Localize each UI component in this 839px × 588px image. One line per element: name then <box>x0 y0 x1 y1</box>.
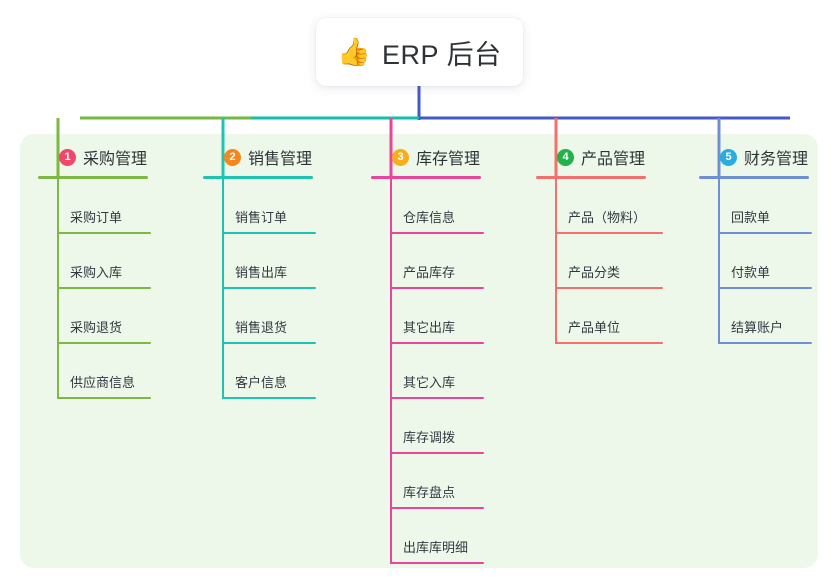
branch-title-1: 采购管理 <box>83 151 148 168</box>
branch-spine-1 <box>57 179 59 399</box>
leaf-node-label: 回款单 <box>731 210 771 225</box>
thumbs-up-icon: 👍 <box>337 36 372 67</box>
branch-title-5: 财务管理 <box>744 151 809 168</box>
branch-spine-2 <box>222 179 224 399</box>
leaf-node-rule <box>57 397 151 399</box>
leaf-node-rule <box>390 342 484 344</box>
branch-title-3: 库存管理 <box>416 151 481 168</box>
root-node-label: ERP 后台 <box>382 39 502 70</box>
leaf-node-label: 出库库明细 <box>403 540 469 555</box>
leaf-node-rule <box>222 287 316 289</box>
leaf-node-label: 采购订单 <box>70 210 123 225</box>
leaf-node-rule <box>718 342 812 344</box>
leaf-node-rule <box>222 397 316 399</box>
branch-header-rule-3 <box>371 176 481 179</box>
leaf-node-rule <box>555 287 663 289</box>
branch-board <box>20 134 818 568</box>
branch-column-3: 3 库存管理仓库信息产品库存其它出库其它入库库存调拨库存盘点出库库明细 <box>371 144 484 564</box>
leaf-node-label: 产品（物料） <box>568 210 647 225</box>
leaf-node-label: 客户信息 <box>235 375 288 390</box>
branch-title-2: 销售管理 <box>248 151 313 168</box>
leaf-node-label: 产品单位 <box>568 320 621 335</box>
root-node-content: 👍 ERP 后台 <box>337 33 501 72</box>
branch-badge-icon-4: 4 <box>557 148 574 166</box>
branch-header-rule-2 <box>203 176 313 179</box>
branch-title-4: 产品管理 <box>581 151 646 168</box>
branch-header-2[interactable]: 2 销售管理 <box>203 144 312 170</box>
leaf-node-label: 仓库信息 <box>403 210 456 225</box>
leaf-node-rule <box>222 232 316 234</box>
leaf-node-rule <box>222 342 316 344</box>
branch-column-2: 2 销售管理销售订单销售出库销售退货客户信息 <box>203 144 316 399</box>
leaf-node-rule <box>390 232 484 234</box>
leaf-node-rule <box>390 562 484 564</box>
branch-header-rule-4 <box>536 176 646 179</box>
leaf-node-rule <box>390 452 484 454</box>
branch-header-rule-1 <box>38 176 148 179</box>
leaf-node-label: 销售订单 <box>235 210 288 225</box>
branch-badge-icon-1: 1 <box>59 148 76 166</box>
branch-header-rule-5 <box>699 176 809 179</box>
leaf-node-label: 供应商信息 <box>70 375 136 390</box>
branch-spine-3 <box>390 179 392 564</box>
leaf-node-label: 库存盘点 <box>403 485 456 500</box>
leaf-node-label: 库存调拨 <box>403 430 456 445</box>
leaf-node-label: 产品分类 <box>568 265 621 280</box>
branch-badge-icon-3: 3 <box>392 148 409 166</box>
leaf-node-rule <box>57 232 151 234</box>
leaf-node-label: 其它出库 <box>403 320 456 335</box>
branch-column-4: 4 产品管理产品（物料） 产品分类产品单位 <box>536 144 663 344</box>
leaf-node-label: 采购退货 <box>70 320 123 335</box>
leaf-node-rule <box>57 342 151 344</box>
leaf-node-label: 采购入库 <box>70 265 123 280</box>
branch-badge-icon-5: 5 <box>720 148 737 166</box>
branch-header-3[interactable]: 3 库存管理 <box>371 144 480 170</box>
leaf-node-label: 结算账户 <box>731 320 784 335</box>
leaf-node-label: 其它入库 <box>403 375 456 390</box>
leaf-node-rule <box>718 287 812 289</box>
leaf-node-rule <box>57 287 151 289</box>
leaf-node-rule <box>390 287 484 289</box>
leaf-node-rule <box>555 342 663 344</box>
leaf-node-rule <box>390 397 484 399</box>
branch-column-5: 5 财务管理回款单付款单结算账户 <box>699 144 812 344</box>
branch-spine-4 <box>555 179 557 344</box>
branch-header-5[interactable]: 5 财务管理 <box>699 144 808 170</box>
leaf-node-label: 付款单 <box>731 265 771 280</box>
branch-header-4[interactable]: 4 产品管理 <box>536 144 645 170</box>
leaf-node-label: 销售退货 <box>235 320 288 335</box>
leaf-node-label: 产品库存 <box>403 265 456 280</box>
branch-badge-icon-2: 2 <box>224 148 241 166</box>
branch-spine-5 <box>718 179 720 344</box>
branch-header-1[interactable]: 1 采购管理 <box>38 144 147 170</box>
branch-column-1: 1 采购管理采购订单采购入库采购退货供应商信息 <box>38 144 151 399</box>
leaf-node-rule <box>390 507 484 509</box>
leaf-node-rule <box>718 232 812 234</box>
leaf-node-rule <box>555 232 663 234</box>
root-node[interactable]: 👍 ERP 后台 <box>316 18 523 86</box>
leaf-node-label: 销售出库 <box>235 265 288 280</box>
